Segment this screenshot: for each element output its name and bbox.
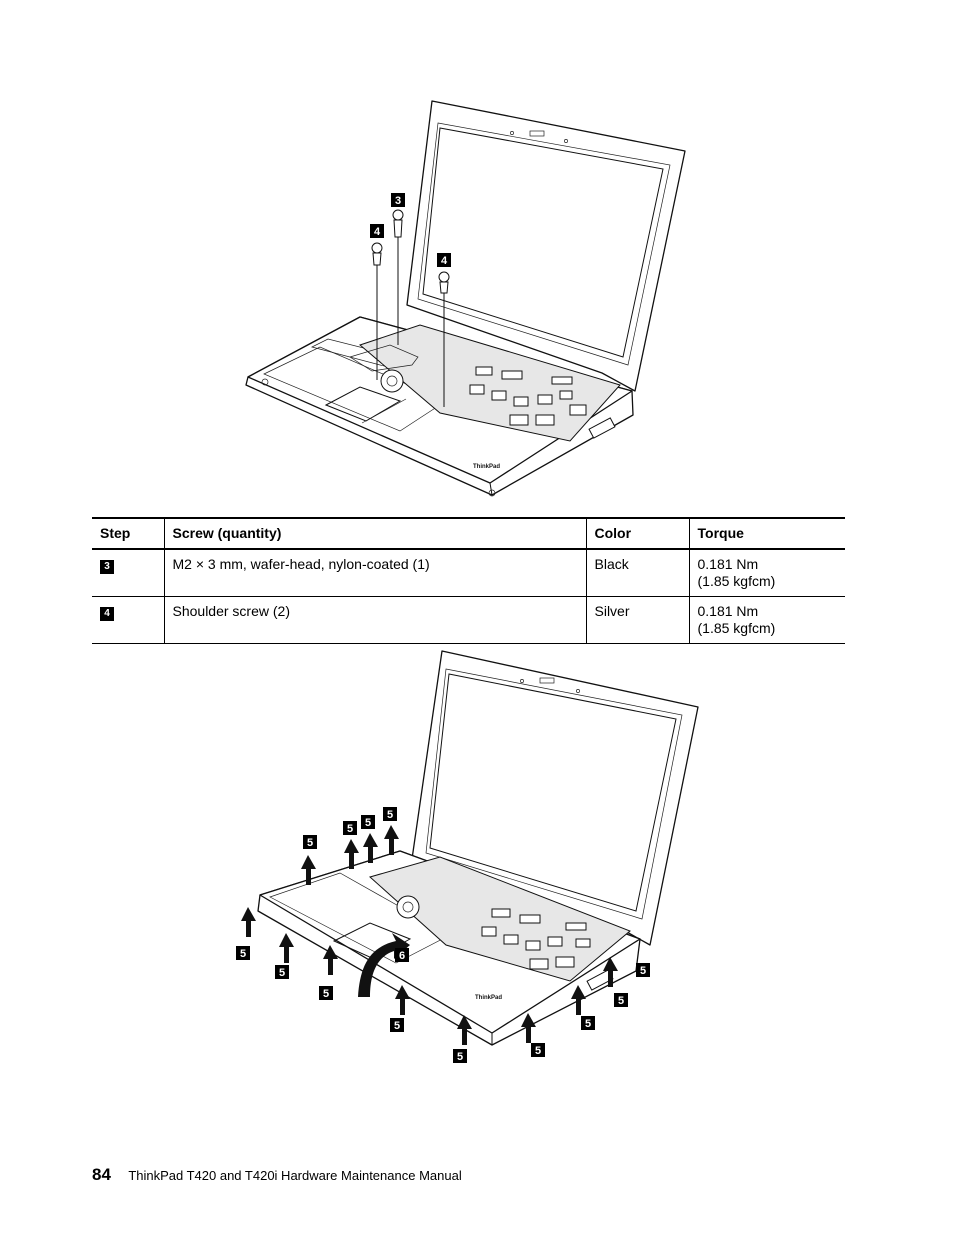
callout-badge: 5 [236,946,250,960]
svg-text:5: 5 [394,1020,400,1032]
svg-text:5: 5 [387,809,393,821]
svg-text:5: 5 [585,1018,591,1030]
color-cell: Black [585,549,689,597]
touchpad [324,386,402,422]
svg-text:5: 5 [240,948,246,960]
keyboard-bezel-removal-figure: 5 5 5 5 5 5 5 6 5 5 5 5 5 5 ThinkPad [236,650,699,1063]
torque-value: 0.181 Nm [697,603,759,619]
step-cell: 3 [92,549,164,597]
svg-text:5: 5 [457,1051,463,1063]
page-footer: 84 ThinkPad T420 and T420i Hardware Main… [92,1165,462,1185]
col-header-color: Color [585,517,689,550]
torque-value-alt: (1.85 kgfcm) [697,620,776,636]
callout-badge: 5 [343,821,357,835]
system-board [368,856,631,982]
callout-badge: 6 [395,948,409,962]
col-header-screw: Screw (quantity) [163,517,586,550]
step-badge: 4 [100,607,114,621]
fan [380,369,404,393]
table-header-row: Step Screw (quantity) Color Torque [92,517,845,550]
board-chips [469,366,587,426]
svg-text:6: 6 [399,950,405,962]
callout-badge: 5 [453,1049,467,1063]
callout-badge: 5 [303,835,317,849]
table-row: 3 M2 × 3 mm, wafer-head, nylon-coated (1… [92,549,845,597]
callout-badge: 5 [361,815,375,829]
touchpad [332,922,412,960]
screw-icon [371,242,383,266]
callout-badge: 4 [437,253,451,267]
display-lid [411,650,699,946]
callout-badge: 5 [614,993,628,1007]
thinkpad-logo: ThinkPad [475,995,502,1001]
screw-spec-table: Step Screw (quantity) Color Torque 3 M2 … [92,517,845,644]
svg-text:5: 5 [618,995,624,1007]
col-header-torque: Torque [688,517,845,550]
laptop-screw-removal-figure: 3 4 4 ThinkPad [245,100,686,497]
svg-text:4: 4 [441,255,448,267]
step-badge: 3 [100,560,114,574]
screw-cell: M2 × 3 mm, wafer-head, nylon-coated (1) [163,549,586,597]
display-bezel-inner [417,122,671,366]
callout-badge: 5 [636,963,650,977]
svg-text:5: 5 [640,965,646,977]
ports [588,417,616,439]
callout-badge: 5 [275,965,289,979]
callout-badge: 5 [319,986,333,1000]
top-illustration: 3 4 4 ThinkPad [240,95,700,505]
callout-badge: 5 [383,807,397,821]
callout-badge: 5 [581,1016,595,1030]
table-row: 4 Shoulder screw (2) Silver 0.181 Nm (1.… [92,596,845,644]
manual-title: ThinkPad T420 and T420i Hardware Mainten… [128,1168,462,1183]
thinkpad-logo: ThinkPad [473,464,500,470]
callout-badge: 5 [531,1043,545,1057]
svg-text:4: 4 [374,226,381,238]
svg-text:3: 3 [395,195,401,207]
fan [396,895,420,919]
torque-cell: 0.181 Nm (1.85 kgfcm) [688,549,845,597]
svg-text:5: 5 [307,837,313,849]
display-lid [406,100,686,392]
torque-value: 0.181 Nm [697,556,759,572]
color-cell: Silver [585,596,689,644]
col-header-step: Step [92,517,164,550]
board-chips [481,908,591,970]
callout-badge: 5 [390,1018,404,1032]
callout-badge: 3 [391,193,405,207]
torque-value-alt: (1.85 kgfcm) [697,573,776,589]
torque-cell: 0.181 Nm (1.85 kgfcm) [688,596,845,644]
svg-text:5: 5 [365,817,371,829]
step-cell: 4 [92,596,164,644]
svg-text:5: 5 [323,988,329,1000]
svg-text:5: 5 [535,1045,541,1057]
svg-text:5: 5 [347,823,353,835]
screw-icon [392,209,404,238]
page-number: 84 [92,1165,111,1184]
callout-badge: 4 [370,224,384,238]
system-board [359,324,621,442]
bottom-illustration: 5 5 5 5 5 5 5 6 5 5 5 5 5 5 ThinkPad [230,645,710,1070]
screw-icon [438,271,450,294]
screw-cell: Shoulder screw (2) [163,596,586,644]
svg-text:5: 5 [279,967,285,979]
